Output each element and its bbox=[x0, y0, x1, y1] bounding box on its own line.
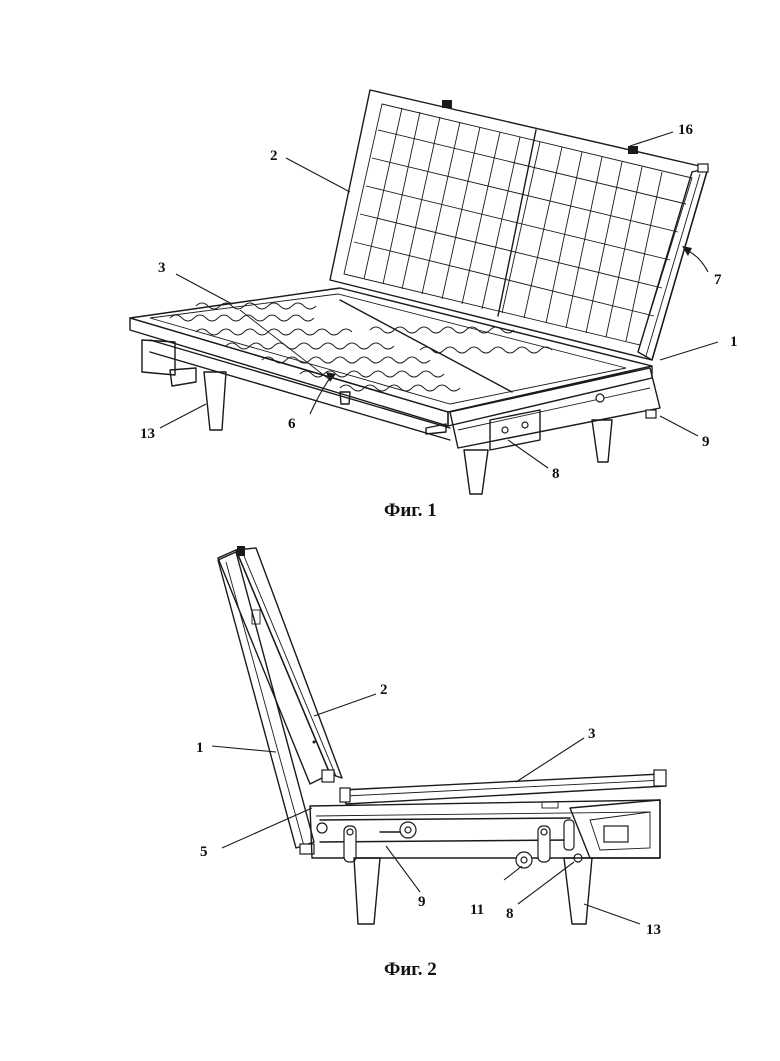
label-f1-1: 1 bbox=[730, 334, 738, 350]
label-f2-9: 9 bbox=[418, 894, 426, 910]
figure-2-caption: Фиг. 2 bbox=[384, 959, 437, 980]
figure-1-labels: 2 16 3 7 1 13 6 9 8 bbox=[140, 122, 738, 482]
backrest-side bbox=[218, 546, 342, 854]
label-f1-3: 3 bbox=[158, 260, 166, 276]
label-f1-7: 7 bbox=[714, 272, 722, 288]
backrest-frame bbox=[330, 90, 708, 360]
label-f1-2: 2 bbox=[270, 148, 278, 164]
label-f2-8: 8 bbox=[506, 906, 514, 922]
label-f1-16: 16 bbox=[678, 122, 694, 138]
label-f2-5: 5 bbox=[200, 844, 208, 860]
label-f2-3: 3 bbox=[588, 726, 596, 742]
label-f1-8: 8 bbox=[552, 466, 560, 482]
label-f2-13: 13 bbox=[646, 922, 661, 938]
label-f2-11: 11 bbox=[470, 902, 484, 918]
figure-1-drawing: 2 16 3 7 1 13 6 9 8 Фиг. 1 bbox=[130, 90, 738, 521]
figure-2-labels: 2 1 3 5 9 11 8 13 bbox=[196, 682, 661, 938]
label-f1-9: 9 bbox=[702, 434, 710, 450]
seat-side bbox=[340, 770, 666, 804]
label-f2-2: 2 bbox=[380, 682, 388, 698]
figure-1-caption: Фиг. 1 bbox=[384, 500, 437, 521]
label-f1-6: 6 bbox=[288, 416, 296, 432]
label-f1-13: 13 bbox=[140, 426, 155, 442]
figure-2-drawing: 2 1 3 5 9 11 8 13 Фиг. 2 bbox=[196, 546, 666, 980]
label-f2-1: 1 bbox=[196, 740, 204, 756]
